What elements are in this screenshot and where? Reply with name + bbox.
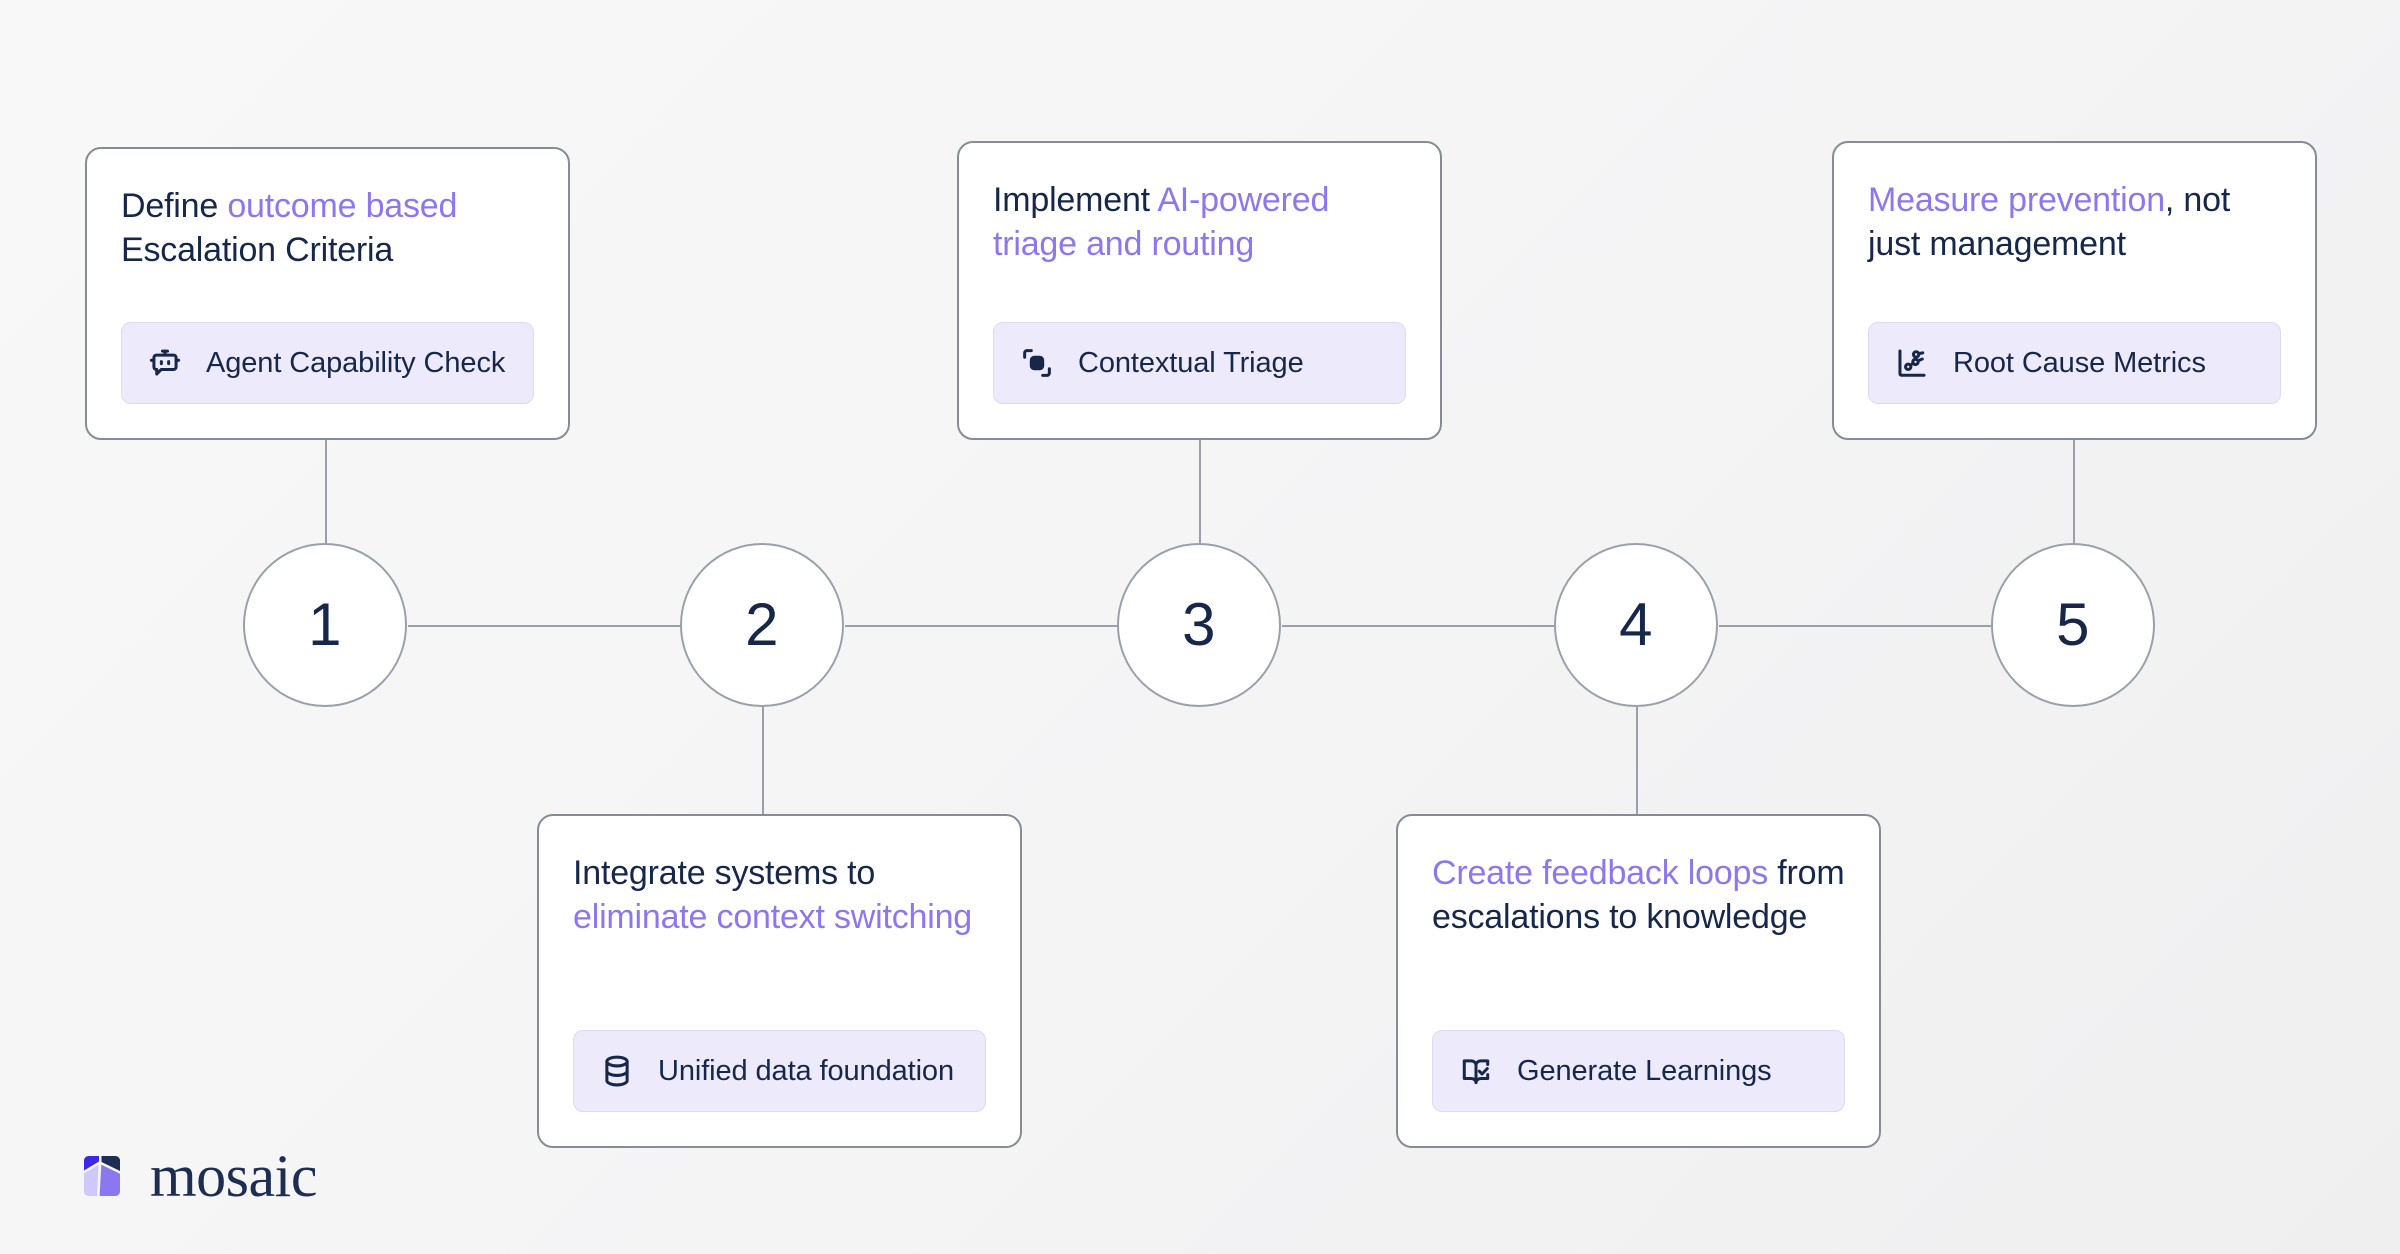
title-part-plain: from escalations to knowledge (1432, 854, 1845, 936)
stem-node-3 (1199, 440, 1201, 543)
timeline-node-5[interactable]: 5 (1991, 543, 2155, 707)
step-card-4-chip[interactable]: Generate Learnings (1432, 1030, 1845, 1112)
stem-node-4 (1636, 707, 1638, 814)
stem-node-5 (2073, 440, 2075, 543)
step-card-1-title: Define outcome based Escalation Criteria (121, 185, 534, 272)
title-part-highlight: AI-powered triage and routing (993, 181, 1330, 263)
step-card-3-title: Implement AI-powered triage and routing (993, 179, 1406, 266)
title-part-plain: Implement (993, 181, 1158, 219)
blocks-icon (1018, 344, 1056, 382)
connector-4-5 (1719, 625, 1991, 627)
step-card-5[interactable]: Measure prevention, not just management … (1832, 141, 2317, 440)
title-part-plain: Integrate systems to (573, 854, 876, 892)
database-icon (598, 1052, 636, 1090)
title-part-highlight: Create feedback loops (1432, 854, 1769, 892)
title-part-highlight: eliminate context switching (573, 897, 973, 936)
timeline-node-3[interactable]: 3 (1117, 543, 1281, 707)
step-card-1[interactable]: Define outcome based Escalation Criteria… (85, 147, 570, 440)
book-check-icon (1457, 1052, 1495, 1090)
connector-2-3 (845, 625, 1117, 627)
step-card-3-chip[interactable]: Contextual Triage (993, 322, 1406, 404)
title-part-plain: , not just management (1868, 181, 2231, 263)
brand-logo: mosaic (76, 1146, 317, 1206)
bot-icon (146, 344, 184, 382)
mosaic-mark-icon (84, 1156, 120, 1196)
connector-3-4 (1282, 625, 1554, 627)
title-part-plain: Define (121, 187, 228, 225)
step-card-4[interactable]: Create feedback loops from escalations t… (1396, 814, 1881, 1148)
step-card-2-title: Integrate systems to eliminate context s… (573, 852, 986, 939)
stem-node-1 (325, 440, 327, 543)
chart-network-icon (1893, 344, 1931, 382)
timeline-node-2[interactable]: 2 (680, 543, 844, 707)
step-card-1-chip[interactable]: Agent Capability Check (121, 322, 534, 404)
step-card-5-chip[interactable]: Root Cause Metrics (1868, 322, 2281, 404)
title-part-highlight: Measure prevention (1868, 181, 2165, 219)
step-card-3-chip-label: Contextual Triage (1078, 346, 1304, 379)
stem-node-2 (762, 707, 764, 814)
step-card-2-chip[interactable]: Unified data foundation (573, 1030, 986, 1112)
timeline-node-1[interactable]: 1 (243, 543, 407, 707)
timeline-node-4[interactable]: 4 (1554, 543, 1718, 707)
step-card-5-chip-label: Root Cause Metrics (1953, 346, 2206, 379)
step-card-4-title: Create feedback loops from escalations t… (1432, 852, 1845, 939)
title-part-plain-2: Escalation Criteria (121, 230, 394, 269)
step-card-3[interactable]: Implement AI-powered triage and routing … (957, 141, 1442, 440)
step-card-4-chip-label: Generate Learnings (1517, 1054, 1772, 1087)
step-card-2[interactable]: Integrate systems to eliminate context s… (537, 814, 1022, 1148)
brand-wordmark: mosaic (150, 1143, 317, 1209)
step-card-1-chip-label: Agent Capability Check (206, 346, 506, 379)
step-card-2-chip-label: Unified data foundation (658, 1054, 954, 1087)
title-part-highlight: outcome based (227, 187, 458, 225)
step-card-5-title: Measure prevention, not just management (1868, 179, 2281, 266)
connector-1-2 (408, 625, 680, 627)
